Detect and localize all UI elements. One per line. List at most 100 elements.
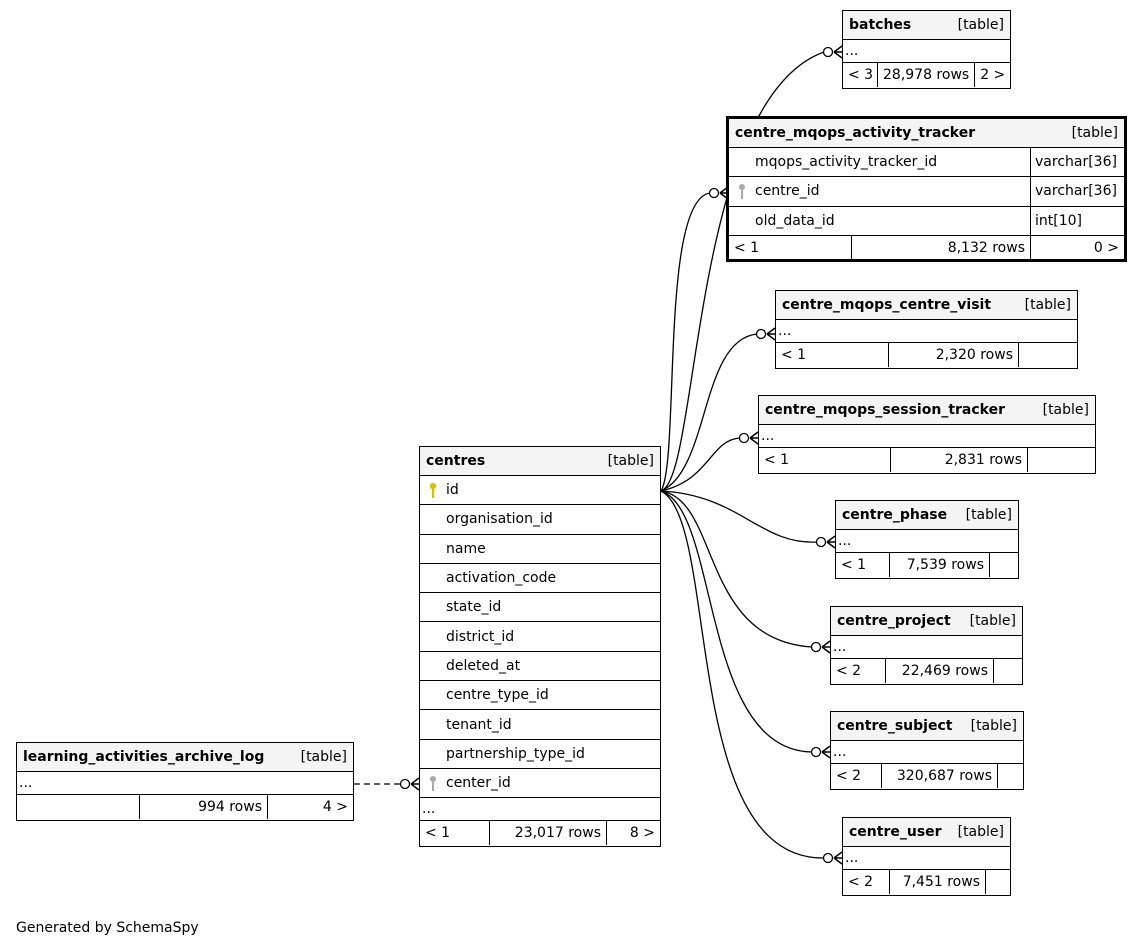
edge-user <box>660 490 843 865</box>
column-name: mqops_activity_tracker_id <box>755 154 938 171</box>
column-name: organisation_id <box>446 511 553 528</box>
parents-count[interactable]: < 1 <box>776 343 889 367</box>
children-count[interactable]: 8 > <box>629 825 655 842</box>
column-name: deleted_at <box>446 657 521 674</box>
table-name: centre_mqops_activity_tracker <box>735 125 976 141</box>
columns-ellipsis: ... <box>838 533 852 549</box>
table-centre-mqops-session-tracker[interactable]: centre_mqops_session_tracker[table] ... … <box>758 395 1096 474</box>
row-count: 7,451 rows <box>890 870 986 894</box>
row-count: 2,320 rows <box>889 343 1019 367</box>
table-centre-subject[interactable]: centre_subject [table] ... < 2 320,687 ro… <box>830 711 1024 790</box>
table-type-tag: [table] <box>1024 297 1071 313</box>
primary-key-icon <box>429 482 437 498</box>
table-centre-project[interactable]: centre_project [table] ... < 2 22,469 row… <box>830 606 1023 685</box>
table-centre-user[interactable]: centre_user [table] ... < 2 7,451 rows <box>842 817 1011 896</box>
children-count[interactable] <box>1019 343 1077 367</box>
children-count[interactable] <box>986 870 1010 894</box>
children-count[interactable] <box>990 553 1018 577</box>
table-name: centres <box>426 453 486 469</box>
column-name: state_id <box>446 599 502 616</box>
edge-archive-log <box>354 777 420 791</box>
table-name: batches <box>849 17 912 33</box>
columns-ellipsis: ... <box>833 639 847 655</box>
table-centre-phase[interactable]: centre_phase [table] ... < 1 7,539 rows <box>835 500 1019 579</box>
columns-ellipsis: ... <box>845 43 859 59</box>
table-name: centre_user <box>849 824 942 840</box>
parents-count[interactable]: < 1 <box>420 821 490 846</box>
row-count: 2,831 rows <box>891 448 1028 472</box>
columns-ellipsis: ... <box>19 775 33 791</box>
children-count[interactable] <box>1028 448 1095 472</box>
edge-subject <box>660 490 831 759</box>
parents-count[interactable] <box>17 795 140 819</box>
column-type: varchar[36] <box>1030 148 1124 177</box>
row-count: 7,539 rows <box>890 553 990 577</box>
columns-ellipsis: ... <box>761 428 775 444</box>
column-name: centre_id <box>755 183 820 200</box>
parents-count[interactable]: < 2 <box>831 764 882 788</box>
columns-ellipsis: ... <box>833 744 847 760</box>
columns-ellipsis: ... <box>845 850 859 866</box>
foreign-key-icon <box>430 775 436 791</box>
children-count[interactable]: 0 > <box>1093 239 1119 256</box>
edge-tracker <box>660 186 729 492</box>
column-name: center_id <box>446 775 511 792</box>
children-count[interactable]: 4 > <box>322 799 348 815</box>
table-type-tag: [table] <box>1042 402 1089 418</box>
table-type-tag: [table] <box>300 749 347 765</box>
table-type-tag: [table] <box>1071 125 1118 141</box>
column-name: activation_code <box>446 570 557 587</box>
table-type-tag: [table] <box>957 17 1004 33</box>
column-name: tenant_id <box>446 716 512 733</box>
row-count: 23,017 rows <box>490 821 607 846</box>
table-type-tag: [table] <box>969 613 1016 629</box>
column-name: centre_type_id <box>446 687 549 704</box>
column-type: varchar[36] <box>1030 177 1124 206</box>
table-batches[interactable]: batches [table] ... < 3 28,978 rows 2 > <box>842 10 1011 89</box>
column-name: partnership_type_id <box>446 745 585 762</box>
table-name: centre_project <box>837 613 951 629</box>
parents-count[interactable]: < 1 <box>836 553 890 577</box>
children-count[interactable] <box>994 659 1022 683</box>
table-centre-mqops-activity-tracker[interactable]: centre_mqops_activity_tracker [table] mqo… <box>726 116 1127 262</box>
parents-count[interactable]: < 2 <box>843 870 890 894</box>
table-type-tag: [table] <box>970 718 1017 734</box>
row-count: 994 rows <box>140 795 268 819</box>
edge-project <box>660 490 831 654</box>
table-name: centre_mqops_session_tracker <box>765 402 1005 418</box>
table-name: centre_subject <box>837 718 953 734</box>
columns-ellipsis: ... <box>422 801 436 818</box>
foreign-key-icon <box>739 184 745 200</box>
parents-count[interactable]: < 1 <box>759 448 891 472</box>
table-type-tag: [table] <box>965 507 1012 523</box>
row-count: 22,469 rows <box>886 659 994 683</box>
table-name: centre_phase <box>842 507 948 523</box>
parents-count[interactable]: < 1 <box>729 235 852 260</box>
generated-by-caption: Generated by SchemaSpy <box>16 920 199 936</box>
table-centres[interactable]: centres [table] id organisation_id name a… <box>419 446 661 847</box>
children-count[interactable]: 2 > <box>980 67 1006 83</box>
edge-session <box>660 431 759 492</box>
table-type-tag: [table] <box>607 453 654 469</box>
table-type-tag: [table] <box>957 824 1004 840</box>
edge-visit <box>660 327 776 492</box>
row-count: 8,132 rows <box>852 235 1031 260</box>
row-count: 28,978 rows <box>878 63 976 87</box>
columns-ellipsis: ... <box>778 323 792 339</box>
column-name: district_id <box>446 628 515 645</box>
children-count[interactable] <box>998 764 1023 788</box>
column-type: int[10] <box>1030 206 1124 235</box>
table-centre-mqops-centre-visit[interactable]: centre_mqops_centre_visit [table] ... < 1… <box>775 290 1078 369</box>
table-name: centre_mqops_centre_visit <box>782 297 992 313</box>
table-learning-activities-archive-log[interactable]: learning_activities_archive_log [table] .… <box>16 742 354 821</box>
parents-count[interactable]: < 2 <box>831 659 886 683</box>
edge-batches <box>660 45 843 492</box>
row-count: 320,687 rows <box>882 764 998 788</box>
edge-phase <box>660 490 836 549</box>
column-name: old_data_id <box>755 212 835 229</box>
column-name: id <box>446 482 459 499</box>
table-name: learning_activities_archive_log <box>23 749 265 765</box>
parents-count[interactable]: < 3 <box>843 63 878 87</box>
column-name: name <box>446 540 486 557</box>
